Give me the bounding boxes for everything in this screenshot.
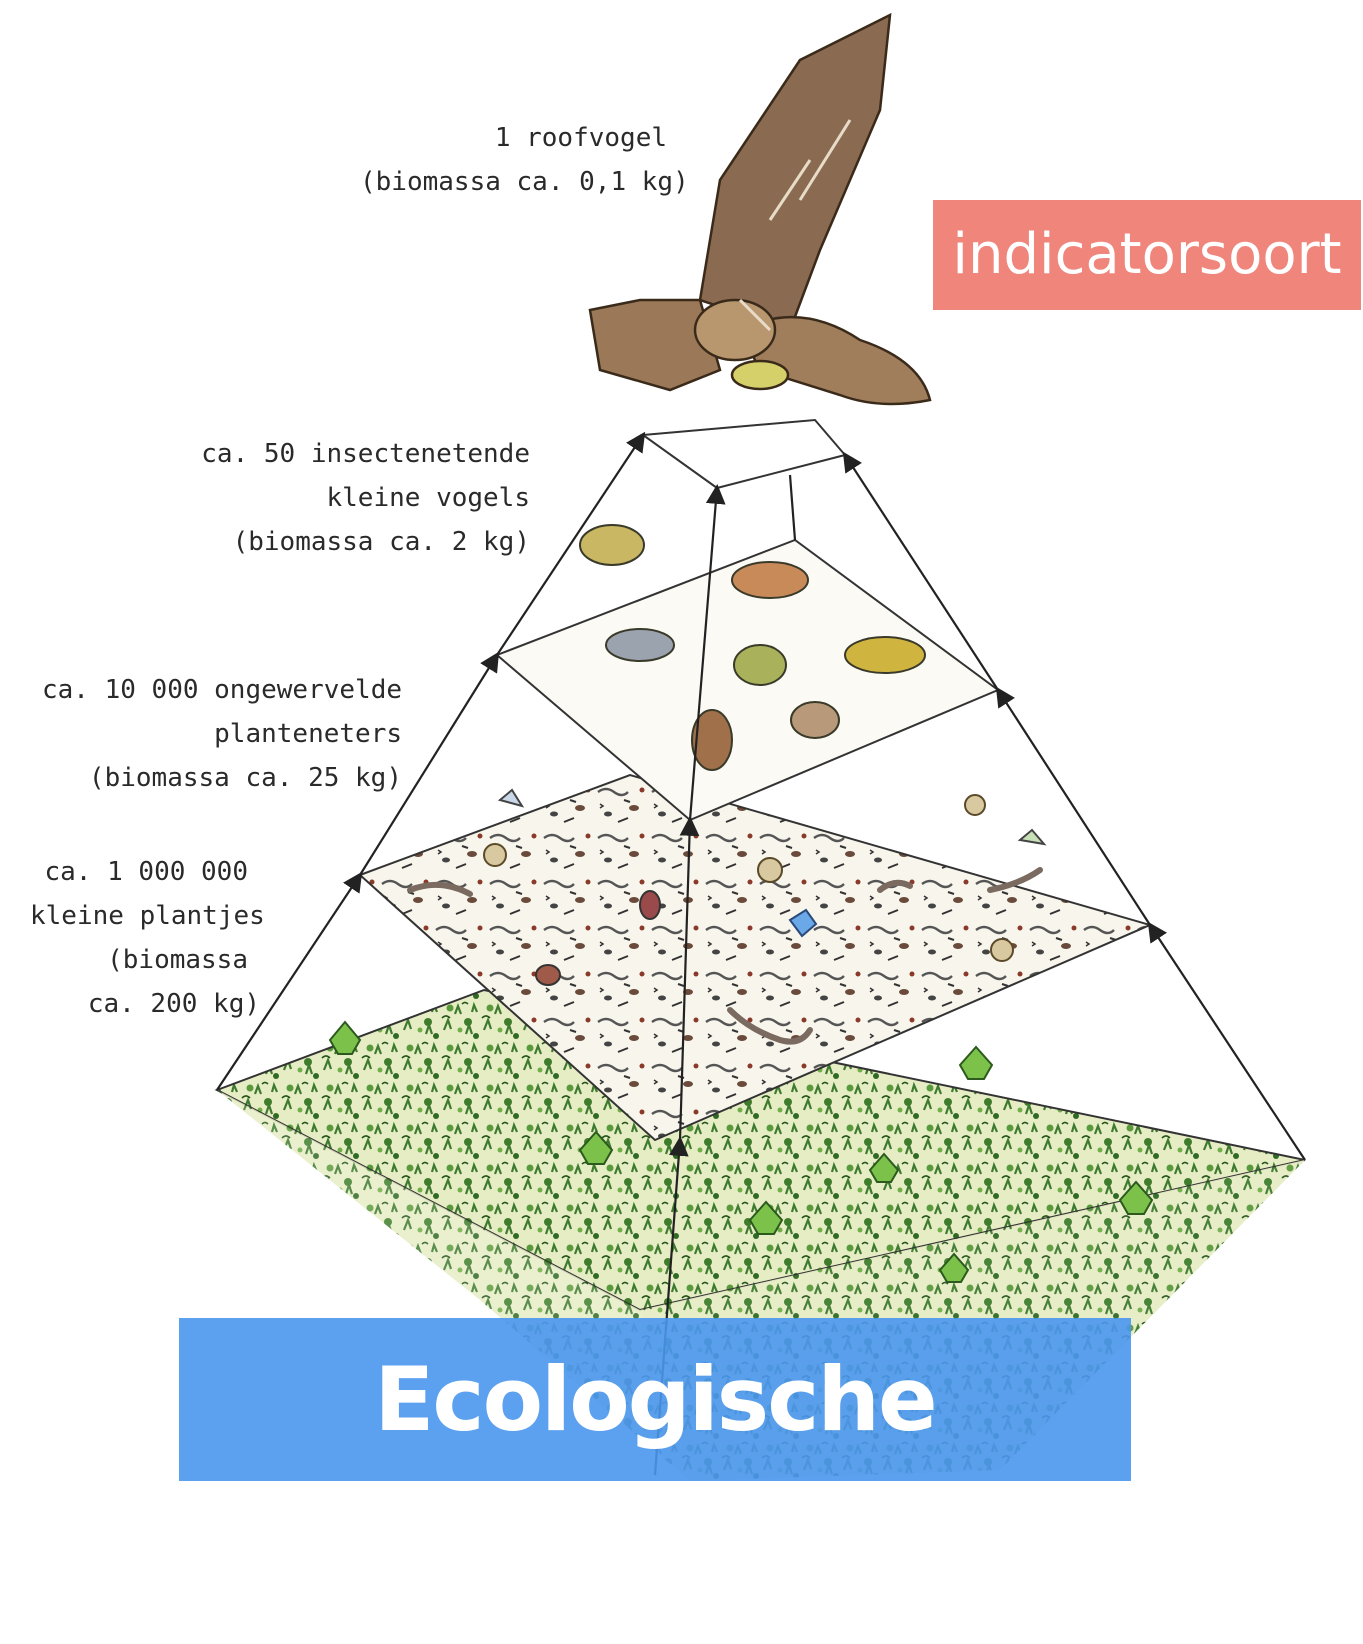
label-birds-line3: (biomassa ca. 2 kg) xyxy=(190,520,530,564)
label-birds-line1: ca. 50 insectenetende xyxy=(190,432,530,476)
label-invertebrates-line2: planteneters xyxy=(10,712,402,756)
label-birds-line2: kleine vogels xyxy=(190,476,530,520)
label-plants-line3: (biomassa xyxy=(30,938,260,982)
label-invertebrates-line1: ca. 10 000 ongewervelde xyxy=(10,668,402,712)
hawk-icon xyxy=(590,15,930,404)
apex-level xyxy=(643,420,845,488)
label-invertebrates-line3: (biomassa ca. 25 kg) xyxy=(10,756,402,800)
label-top-line1: 1 roofvogel xyxy=(360,116,685,160)
label-plants-line1: ca. 1 000 000 xyxy=(30,850,260,894)
label-top-predator: 1 roofvogel (biomassa ca. 0,1 kg) xyxy=(360,116,685,204)
label-plants-line2: kleine plantjes xyxy=(30,894,260,938)
label-plants: ca. 1 000 000 kleine plantjes (biomassa … xyxy=(30,850,260,1026)
indicator-species-badge: indicatorsoort xyxy=(933,200,1361,310)
birds-level xyxy=(497,525,998,820)
page-title: Ecologische piramide xyxy=(179,1318,1131,1481)
label-invertebrates: ca. 10 000 ongewervelde planteneters (bi… xyxy=(10,668,402,800)
label-birds: ca. 50 insectenetende kleine vogels (bio… xyxy=(190,432,530,564)
label-plants-line4: ca. 200 kg) xyxy=(30,982,260,1026)
label-top-line2: (biomassa ca. 0,1 kg) xyxy=(360,160,685,204)
